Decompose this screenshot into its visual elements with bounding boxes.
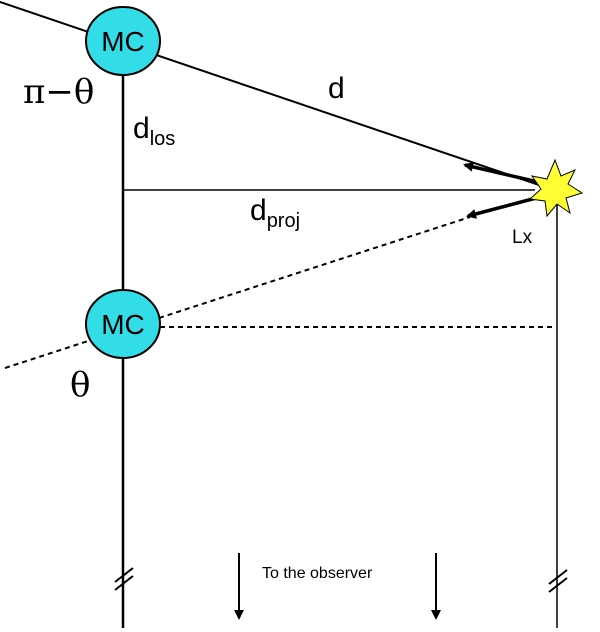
left-break-mark (114, 567, 134, 591)
angle-theta-label: θ (70, 365, 90, 405)
upper-cloud-label: MC (101, 26, 145, 57)
xray-source-icon (528, 158, 584, 218)
angle-pi-minus-theta-label: π−θ (23, 72, 94, 112)
d-los-label: dlos (133, 112, 175, 150)
distance-d-label: d (328, 72, 345, 105)
lower-cloud-label: MC (101, 309, 145, 340)
lower-molecular-cloud: MC (85, 289, 161, 359)
upper-emission-arrow (463, 161, 539, 184)
dotted-oblique-line (4, 216, 471, 369)
observer-label: To the observer (262, 565, 373, 582)
upper-molecular-cloud: MC (85, 6, 161, 76)
lower-emission-arrow (466, 195, 541, 219)
right-break-mark (548, 569, 568, 593)
luminosity-lx-label: Lx (512, 227, 533, 248)
d-proj-label: dproj (250, 194, 300, 232)
